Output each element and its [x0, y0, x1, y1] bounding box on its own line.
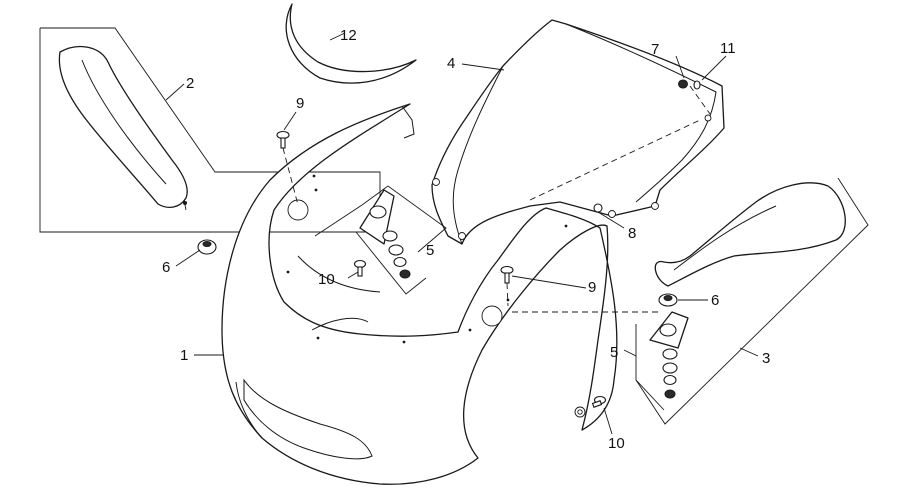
- windscreen-part-4[interactable]: [431, 19, 725, 245]
- screen-mount-hole: [704, 114, 712, 122]
- screw-part-10-right[interactable]: [591, 395, 607, 408]
- nut-part-7[interactable]: [678, 79, 688, 89]
- fairing-mount-hole: [287, 199, 309, 221]
- screw-part-9-upper[interactable]: [276, 130, 290, 149]
- callout-9-upper: 9: [296, 95, 304, 112]
- screen-mount-hole: [458, 232, 466, 240]
- bracket-part-2: [39, 27, 381, 233]
- callout-1: 1: [180, 347, 188, 364]
- fairing-mount-hole: [577, 409, 583, 415]
- grommet-part-6-right[interactable]: [658, 293, 678, 307]
- washer-part-11[interactable]: [693, 80, 701, 90]
- callout-2: 2: [186, 75, 194, 92]
- callout-6-right: 6: [711, 292, 719, 309]
- callout-12: 12: [340, 27, 357, 44]
- trim-strip-part-12[interactable]: [285, 3, 417, 84]
- leader-lines: [165, 32, 759, 435]
- grommet-part-6-left[interactable]: [197, 239, 217, 255]
- front-fairing-part-1[interactable]: [221, 103, 618, 485]
- screw-part-10-left[interactable]: [353, 259, 367, 277]
- screen-mount-hole: [651, 202, 659, 210]
- callout-10-right: 10: [608, 435, 625, 452]
- callout-5-left: 5: [426, 242, 434, 259]
- callout-3: 3: [762, 350, 770, 367]
- callout-9-lower: 9: [588, 279, 596, 296]
- right-mirror-part-3[interactable]: [654, 182, 846, 287]
- callout-4: 4: [447, 55, 455, 72]
- screen-mount-hole: [608, 210, 616, 218]
- screw-part-9-lower[interactable]: [500, 265, 514, 284]
- callout-10-left: 10: [318, 271, 335, 288]
- bracket-part-3: [635, 177, 869, 425]
- cap-part-8[interactable]: [593, 203, 603, 213]
- mount-kit-part-5-left[interactable]: [314, 185, 447, 295]
- assembly-lines: [282, 85, 711, 313]
- callout-5-right: 5: [610, 344, 618, 361]
- mount-kit-part-5-right[interactable]: [635, 311, 689, 411]
- fairing-mount-hole: [481, 305, 503, 327]
- callout-11: 11: [720, 40, 736, 57]
- callout-6-left: 6: [162, 259, 170, 276]
- screen-mount-hole: [432, 178, 440, 186]
- left-mirror-part-2[interactable]: [58, 45, 188, 211]
- callout-8: 8: [628, 225, 636, 242]
- callout-7: 7: [651, 41, 659, 58]
